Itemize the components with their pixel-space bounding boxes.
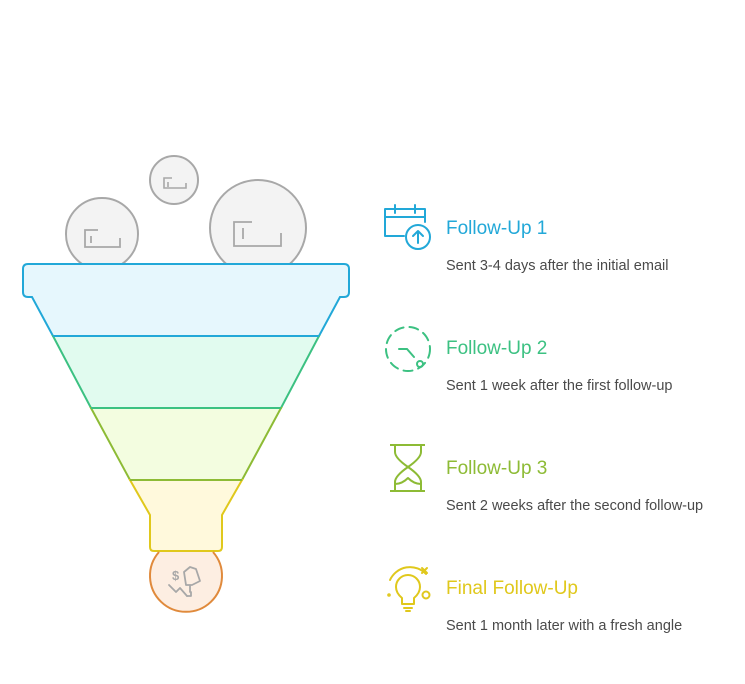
lost-revenue-icon: $ bbox=[168, 566, 201, 597]
email-bubble-small bbox=[149, 155, 199, 205]
step-description: Sent 3-4 days after the initial email bbox=[446, 258, 669, 274]
step-description: Sent 1 month later with a fresh angle bbox=[446, 618, 683, 634]
step-follow-up-1: Follow-Up 1 Sent 3-4 days after the init… bbox=[380, 204, 740, 284]
funnel-stage-1 bbox=[22, 263, 350, 337]
step-title: Follow-Up 3 bbox=[446, 458, 548, 479]
step-follow-up-2: Follow-Up 2 Sent 1 week after the first … bbox=[380, 324, 740, 404]
step-title: Follow-Up 2 bbox=[446, 338, 548, 359]
funnel-stage-4 bbox=[128, 479, 244, 552]
svg-text:$: $ bbox=[172, 568, 180, 583]
step-title: Final Follow-Up bbox=[446, 578, 578, 599]
funnel-diagram: $ bbox=[22, 155, 350, 613]
lightbulb-icon bbox=[387, 566, 431, 612]
email-bubble-large bbox=[209, 179, 307, 277]
email-bubble-left bbox=[65, 197, 139, 271]
funnel-stage-2 bbox=[51, 335, 321, 409]
email-icon bbox=[163, 177, 187, 189]
calendar-upload-icon bbox=[384, 204, 431, 250]
email-icon bbox=[84, 229, 121, 248]
step-description: Sent 1 week after the first follow-up bbox=[446, 378, 673, 394]
funnel-stage-3 bbox=[89, 407, 283, 481]
output-bubble: $ bbox=[149, 551, 223, 613]
step-description: Sent 2 weeks after the second follow-up bbox=[446, 498, 704, 514]
email-icon bbox=[233, 221, 282, 247]
hourglass-icon bbox=[390, 444, 425, 492]
clock-dashed-icon bbox=[385, 326, 431, 372]
step-title: Follow-Up 1 bbox=[446, 218, 548, 239]
step-follow-up-3: Follow-Up 3 Sent 2 weeks after the secon… bbox=[380, 444, 740, 524]
step-final-follow-up: Final Follow-Up Sent 1 month later with … bbox=[380, 564, 740, 644]
